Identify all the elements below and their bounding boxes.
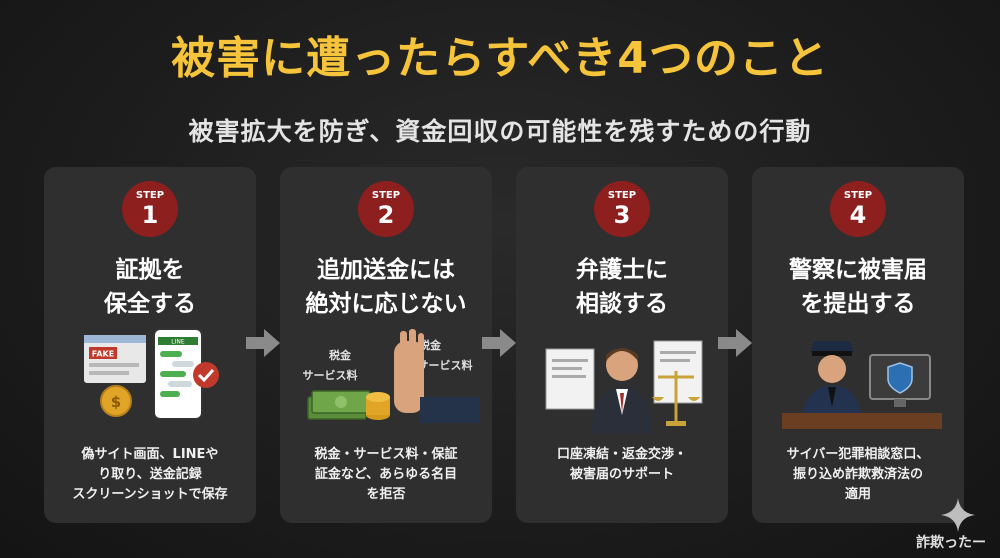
shield-monitor-icon xyxy=(869,354,931,407)
step-title-line: を提出する xyxy=(800,291,916,317)
step-number: 1 xyxy=(141,201,159,229)
step-title: 警察に被害届 を提出する xyxy=(752,253,964,321)
step-badge: STEP 2 xyxy=(358,181,414,237)
lawyer-icon xyxy=(592,348,652,433)
step-title-line: 相談する xyxy=(576,291,668,317)
desc-line: を拒否 xyxy=(366,487,406,502)
step-title-line: 追加送金には xyxy=(317,257,455,283)
step-description: 口座凍結・返金交渉・ 被害届のサポート xyxy=(522,445,722,485)
step-card-4: STEP 4 警察に被害届 を提出する サイバー犯罪相談窓口、 振り込め詐欺救済… xyxy=(752,167,964,523)
step-badge: STEP 4 xyxy=(830,181,886,237)
step-number: 4 xyxy=(849,201,867,229)
page-subtitle: 被害拡大を防ぎ、資金回収の可能性を残すための行動 xyxy=(188,117,812,146)
desc-line: 振り込め詐欺救済法の xyxy=(792,467,923,482)
svg-text:サービス料: サービス料 xyxy=(418,358,473,372)
arrow-right-icon xyxy=(718,329,752,357)
arrow-right-icon xyxy=(482,329,516,357)
step-title-line: 警察に被害届 xyxy=(789,257,927,283)
desc-line: 口座凍結・返金交渉・ xyxy=(556,447,687,462)
check-icon xyxy=(193,362,219,388)
desc-line: 偽サイト画面、LINEや xyxy=(81,447,219,462)
step-number: 3 xyxy=(613,201,631,229)
step-title-line: 弁護士に xyxy=(576,257,668,283)
desk-shape xyxy=(782,413,942,429)
desc-line: 被害届のサポート xyxy=(569,467,674,482)
refuse-payment-illustration: 税金 サービス料 税金 サービス料 xyxy=(303,329,480,423)
step-card-2: STEP 2 追加送金には 絶対に応じない 税金 サービス料 税金 サービス料 … xyxy=(280,167,492,523)
desc-line: り取り、送金記録 xyxy=(98,467,202,482)
stop-hand-icon xyxy=(394,329,480,423)
step-title: 追加送金には 絶対に応じない xyxy=(280,253,492,321)
svg-text:サービス料: サービス料 xyxy=(303,368,358,382)
page-title: 被害に遭ったらすべき4つのこと xyxy=(171,33,829,84)
step-description: サイバー犯罪相談窓口、 振り込め詐欺救済法の 適用 xyxy=(758,445,958,505)
coin-icon xyxy=(366,392,390,420)
sparkle-icon xyxy=(941,498,975,532)
step-description: 税金・サービス料・保証 証金など、あらゆる名目 を拒否 xyxy=(286,445,486,505)
svg-text:LINE: LINE xyxy=(171,339,185,346)
svg-text:税金: 税金 xyxy=(419,338,442,352)
arrow-right-icon xyxy=(246,329,280,357)
step-badge: STEP 1 xyxy=(122,181,178,237)
desc-line: 税金・サービス料・保証 xyxy=(314,447,458,462)
scales-icon xyxy=(652,371,700,426)
desc-line: 適用 xyxy=(844,487,871,502)
money-stack-icon xyxy=(307,390,371,420)
step-badge: STEP 3 xyxy=(594,181,650,237)
step-label: STEP xyxy=(135,190,165,201)
step-label: STEP xyxy=(843,190,873,201)
step-description: 偽サイト画面、LINEや り取り、送金記録 スクリーンショットで保存 xyxy=(50,445,250,505)
lawyer-illustration xyxy=(545,340,703,433)
brand-name: 詐欺ったー xyxy=(916,535,986,551)
svg-text:税金: 税金 xyxy=(329,348,352,362)
step-label: STEP xyxy=(607,190,637,201)
step-number: 2 xyxy=(377,201,395,229)
fake-website-icon: FAKE xyxy=(84,335,146,383)
step-card-1: STEP 1 証拠を 保全する FAKE LINE xyxy=(44,167,256,523)
step-title: 弁護士に 相談する xyxy=(516,253,728,321)
svg-text:FAKE: FAKE xyxy=(92,350,114,359)
smartphone-line-icon: LINE xyxy=(153,328,203,420)
desc-line: サイバー犯罪相談窓口、 xyxy=(786,447,930,462)
coin-icon: $ xyxy=(100,385,132,417)
step-label: STEP xyxy=(371,190,401,201)
step-title-line: 保全する xyxy=(104,291,196,317)
step-title-line: 絶対に応じない xyxy=(305,291,467,317)
desc-line: 証金など、あらゆる名目 xyxy=(314,467,458,482)
evidence-illustration: FAKE LINE $ xyxy=(84,328,219,420)
step-title: 証拠を 保全する xyxy=(44,253,256,321)
step-card-3: STEP 3 弁護士に 相談する xyxy=(516,167,728,523)
document-icon xyxy=(545,340,703,410)
police-illustration xyxy=(782,341,942,429)
desc-line: スクリーンショットで保存 xyxy=(72,487,228,502)
step-title-line: 証拠を xyxy=(115,257,185,283)
svg-text:$: $ xyxy=(111,393,121,411)
